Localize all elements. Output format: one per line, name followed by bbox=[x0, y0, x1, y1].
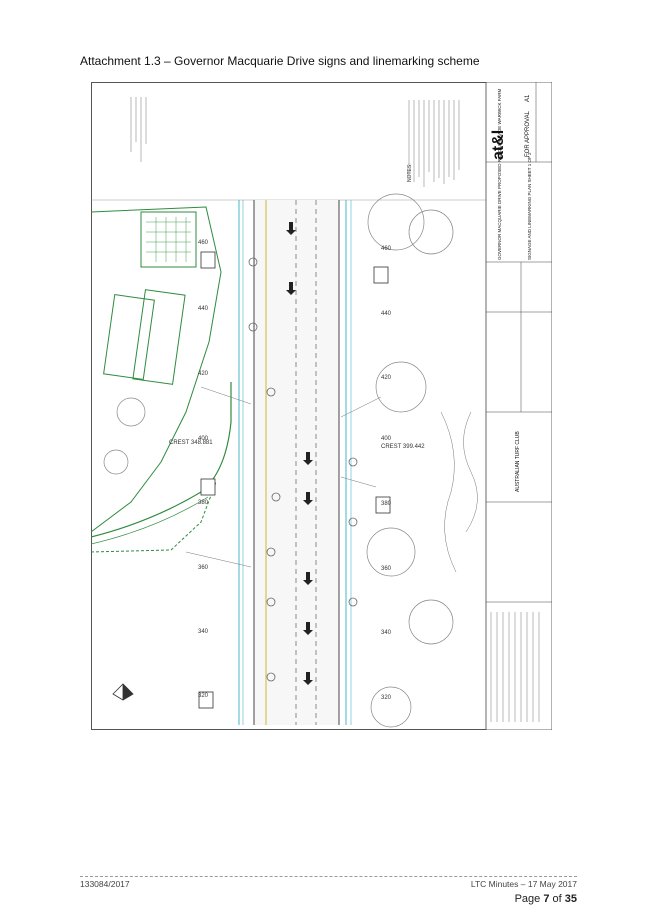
page-of: of bbox=[549, 893, 565, 905]
road-corridor bbox=[91, 200, 352, 725]
chainage-right: 380 bbox=[381, 501, 392, 507]
club-name: AUSTRALIAN TURF CLUB bbox=[515, 431, 521, 492]
chainage-right: 460 bbox=[381, 246, 392, 252]
title-block: at&l FOR APPROVAL A1 GOVERNOR MACQUARIE … bbox=[485, 82, 552, 730]
chainage-right: 440 bbox=[381, 311, 392, 317]
sheet-size: A1 bbox=[525, 94, 531, 102]
chainage-right: 400 bbox=[381, 436, 392, 442]
notes-area: NOTES: bbox=[91, 97, 486, 201]
client-logo: at&l bbox=[490, 130, 507, 160]
crest-label-left: CREST 348.881 bbox=[169, 440, 213, 446]
chainage-right: 360 bbox=[381, 566, 392, 572]
chainage-left: 360 bbox=[198, 565, 209, 571]
chainage-right: 420 bbox=[381, 375, 392, 381]
chainage-right: 320 bbox=[381, 695, 392, 701]
approval-status: FOR APPROVAL bbox=[525, 110, 531, 157]
footer-rule bbox=[80, 876, 577, 877]
chainage-left: 460 bbox=[198, 240, 209, 246]
page-total: 35 bbox=[564, 893, 577, 905]
chainage-left: 440 bbox=[198, 306, 209, 312]
page-current: 7 bbox=[543, 893, 550, 905]
crest-label-right: CREST 399.442 bbox=[381, 444, 425, 450]
chainage-left: 420 bbox=[198, 371, 209, 377]
lane-arrows bbox=[286, 222, 313, 685]
pole-markers bbox=[248, 257, 358, 682]
chainage-left: 380 bbox=[198, 500, 209, 506]
chainage-left: 320 bbox=[198, 693, 209, 699]
attachment-title: Attachment 1.3 – Governor Macquarie Driv… bbox=[80, 54, 480, 68]
page-number: Page 7 of 35 bbox=[515, 893, 577, 905]
minutes-reference: LTC Minutes – 17 May 2017 bbox=[470, 879, 577, 889]
trees bbox=[103, 193, 454, 728]
site-buildings bbox=[91, 206, 222, 553]
page-prefix: Page bbox=[514, 893, 544, 905]
drawing-title: SIGNAGE AND LINEMARKING PLAN SHEET 1 OF … bbox=[527, 152, 532, 260]
notes-heading: NOTES: bbox=[407, 163, 413, 182]
signage-linemarking-plan: NOTES: bbox=[91, 82, 552, 730]
chainage-left: 400 bbox=[198, 436, 209, 442]
document-reference: 133084/2017 bbox=[80, 879, 130, 889]
chainage-left: 340 bbox=[198, 629, 209, 635]
project-title: GOVERNOR MACQUARIE DRIVE PROPOSED ROAD U… bbox=[497, 88, 502, 260]
chainage-right: 340 bbox=[381, 630, 392, 636]
sign-boxes bbox=[198, 251, 391, 709]
north-arrow-icon bbox=[112, 683, 134, 701]
